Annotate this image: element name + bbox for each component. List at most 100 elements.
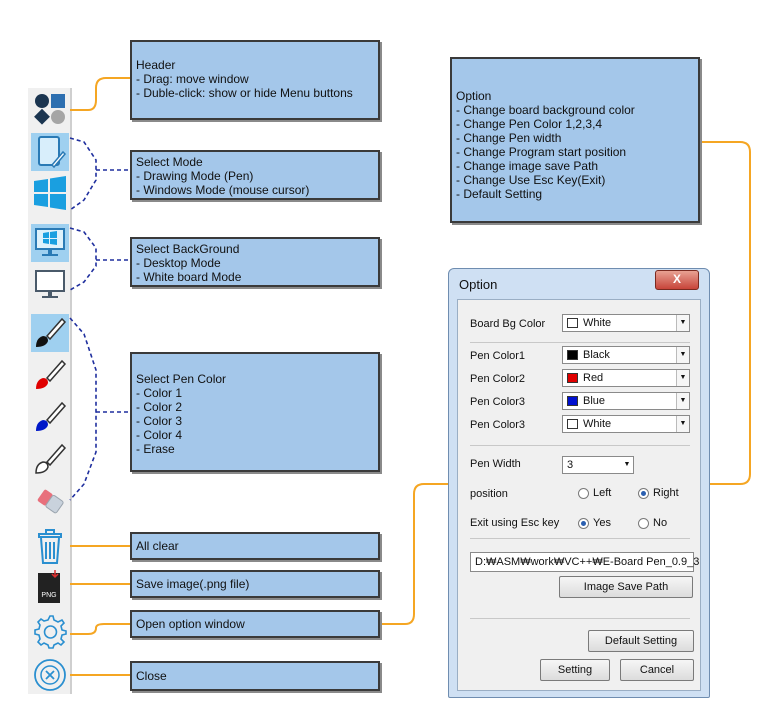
note-save-image: Save image(.png file) — [130, 570, 380, 598]
png-file-icon[interactable]: PNG — [31, 568, 69, 606]
pen-color2-label: Pen Color2 — [470, 373, 526, 385]
note-option-line: - Change Use Esc Key(Exit) — [456, 173, 606, 187]
close-icon[interactable] — [31, 656, 69, 694]
position-right-label: Right — [653, 487, 679, 499]
pen-color1-select[interactable]: Black ▼ — [562, 346, 690, 364]
note-select-background-line: - Desktop Mode — [136, 256, 221, 270]
note-option: Option - Change board background color -… — [450, 57, 700, 223]
note-option-line: - Change image save Path — [456, 159, 599, 173]
dialog-body: Board Bg Color White ▼ Pen Color1 Black … — [457, 299, 701, 691]
note-select-pen-color: Select Pen Color - Color 1 - Color 2 - C… — [130, 352, 380, 472]
note-save-image-title: Save image(.png file) — [136, 577, 250, 591]
note-option-line: - Change board background color — [456, 103, 635, 117]
chevron-down-icon: ▼ — [676, 416, 689, 432]
esc-label: Exit using Esc key — [470, 517, 560, 529]
note-header-line: - Duble-click: show or hide Menu buttons — [136, 86, 353, 100]
brush-color1-icon[interactable] — [31, 314, 69, 352]
position-left-radio[interactable] — [578, 488, 589, 499]
chevron-down-icon: ▼ — [676, 370, 689, 386]
cancel-button[interactable]: Cancel — [620, 659, 694, 681]
gear-icon[interactable] — [31, 612, 69, 650]
note-select-mode-line: - Drawing Mode (Pen) — [136, 169, 254, 183]
chevron-down-icon: ▼ — [676, 315, 689, 331]
note-select-background-line: - White board Mode — [136, 270, 242, 284]
divider — [470, 538, 690, 539]
divider — [470, 342, 690, 343]
default-setting-button[interactable]: Default Setting — [588, 630, 694, 652]
note-select-background-title: Select BackGround — [136, 242, 240, 256]
pen-color2-swatch — [567, 373, 578, 383]
pen-color4-label: Pen Color3 — [470, 419, 526, 431]
whiteboard-bg-icon[interactable] — [31, 266, 69, 304]
save-path-field[interactable]: D:₩ASM₩work₩VC++₩E-Board Pen_0.9_3 — [470, 552, 699, 572]
position-right-radio[interactable] — [638, 488, 649, 499]
esc-yes-label: Yes — [593, 517, 611, 529]
board-bg-value: White — [583, 317, 612, 329]
note-pen-color-line: - Color 3 — [136, 414, 183, 428]
png-label: PNG — [41, 592, 56, 599]
pen-width-select[interactable]: 3 ▼ — [562, 456, 634, 474]
position-label: position — [470, 488, 508, 500]
esc-no-radio[interactable] — [638, 518, 649, 529]
trash-icon[interactable] — [31, 528, 69, 566]
position-left-label: Left — [593, 487, 612, 499]
brush-color2-icon[interactable] — [31, 356, 69, 394]
pen-color1-label: Pen Color1 — [470, 350, 526, 362]
chevron-down-icon: ▼ — [621, 457, 633, 473]
note-pen-color-line: - Color 2 — [136, 400, 183, 414]
note-pen-color-line: - Color 4 — [136, 428, 183, 442]
desktop-bg-icon[interactable] — [31, 224, 69, 262]
chevron-down-icon: ▼ — [676, 347, 689, 363]
pen-color2-select[interactable]: Red ▼ — [562, 369, 690, 387]
pen-width-label: Pen Width — [470, 458, 521, 470]
divider — [470, 445, 690, 446]
note-close-title: Close — [136, 669, 167, 683]
esc-no-label: No — [653, 517, 668, 529]
note-select-pen-color-title: Select Pen Color — [136, 372, 227, 386]
divider — [470, 618, 690, 619]
eraser-icon[interactable] — [31, 482, 69, 520]
option-dialog: Option X Board Bg Color White ▼ Pen Colo… — [448, 268, 710, 698]
pen-color4-value: White — [583, 418, 612, 430]
note-pen-color-line: - Erase — [136, 442, 175, 456]
dialog-title: Option — [459, 277, 498, 292]
note-select-background: Select BackGround - Desktop Mode - White… — [130, 237, 380, 287]
board-bg-select[interactable]: White ▼ — [562, 314, 690, 332]
note-option-title: Option — [456, 89, 492, 103]
pen-color3-swatch — [567, 396, 578, 406]
esc-yes-radio[interactable] — [578, 518, 589, 529]
note-header-line: - Drag: move window — [136, 72, 249, 86]
header-logo-icon[interactable] — [31, 90, 69, 128]
note-open-option-title: Open option window — [136, 617, 245, 631]
pen-color3-label: Pen Color3 — [470, 396, 526, 408]
pen-color2-value: Red — [583, 372, 604, 384]
note-option-line: - Change Pen Color 1,2,3,4 — [456, 117, 603, 131]
note-header: Header - Drag: move window - Duble-click… — [130, 40, 380, 120]
note-header-title: Header — [136, 58, 176, 72]
image-save-path-button[interactable]: Image Save Path — [559, 576, 693, 598]
pen-color4-select[interactable]: White ▼ — [562, 415, 690, 433]
note-option-line: - Change Pen width — [456, 131, 562, 145]
pen-color3-value: Blue — [583, 395, 606, 407]
setting-button[interactable]: Setting — [540, 659, 610, 681]
brush-color4-icon[interactable] — [31, 440, 69, 478]
pen-color3-select[interactable]: Blue ▼ — [562, 392, 690, 410]
chevron-down-icon: ▼ — [676, 393, 689, 409]
note-option-line: - Change Program start position — [456, 145, 627, 159]
pen-width-value: 3 — [567, 459, 574, 471]
pen-mode-icon[interactable] — [31, 133, 69, 171]
note-select-mode: Select Mode - Drawing Mode (Pen) - Windo… — [130, 150, 380, 200]
board-bg-swatch — [567, 318, 578, 328]
note-pen-color-line: - Color 1 — [136, 386, 183, 400]
note-select-mode-line: - Windows Mode (mouse cursor) — [136, 183, 310, 197]
dialog-close-button[interactable]: X — [655, 270, 699, 290]
board-bg-label: Board Bg Color — [470, 318, 546, 330]
note-option-line: - Default Setting — [456, 187, 543, 201]
note-close: Close — [130, 661, 380, 691]
note-open-option: Open option window — [130, 610, 380, 638]
brush-color3-icon[interactable] — [31, 398, 69, 436]
pen-color1-swatch — [567, 350, 578, 360]
pen-color4-swatch — [567, 419, 578, 429]
windows-mode-icon[interactable] — [31, 174, 69, 212]
note-select-mode-title: Select Mode — [136, 155, 203, 169]
